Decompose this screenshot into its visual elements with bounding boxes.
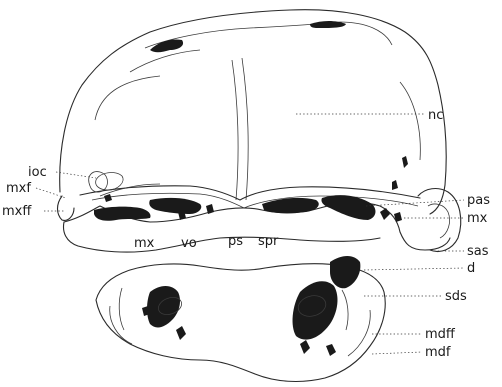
left-dentary bbox=[147, 286, 180, 327]
label-mxff: mxff bbox=[2, 204, 32, 219]
upper-head-outline bbox=[60, 10, 446, 214]
right-ear-outer bbox=[418, 189, 461, 252]
right-spot-6 bbox=[326, 344, 336, 356]
label-mxf: mxf bbox=[6, 181, 31, 196]
right-spot-3 bbox=[402, 156, 408, 168]
leader-d bbox=[364, 268, 464, 270]
label-vo: vo bbox=[181, 236, 197, 251]
label-pas: pas bbox=[467, 193, 490, 208]
label-sds: sds bbox=[445, 289, 467, 304]
left-meckel-line bbox=[119, 288, 124, 330]
roof-bone-dark bbox=[150, 39, 183, 52]
roof-inner-line bbox=[130, 50, 200, 72]
right-pterygoid-bone bbox=[321, 195, 375, 220]
right-dentary bbox=[293, 281, 338, 339]
left-vomer-bone bbox=[149, 198, 201, 214]
label-mx-left: mx bbox=[134, 236, 155, 251]
left-maxilla-bone bbox=[94, 207, 151, 221]
label-d: d bbox=[467, 261, 475, 276]
lower-jaw-right-curve bbox=[348, 310, 370, 356]
label-mdff: mdff bbox=[425, 327, 456, 342]
label-mdf: mdf bbox=[425, 345, 451, 360]
lower-jaw-rim bbox=[64, 222, 380, 252]
right-splenial bbox=[330, 256, 360, 288]
label-ioc: ioc bbox=[28, 165, 47, 180]
cavity-left-inner bbox=[95, 76, 160, 120]
nasal-septum bbox=[232, 60, 238, 200]
left-lobe bbox=[58, 196, 75, 220]
label-sas: sas bbox=[467, 244, 489, 259]
left-spot-1 bbox=[104, 194, 112, 202]
left-palatine-loop bbox=[89, 172, 108, 192]
right-spot-4 bbox=[392, 180, 398, 190]
nasal-septum-2 bbox=[242, 58, 248, 200]
leader-mdf bbox=[372, 352, 422, 354]
label-ps: ps bbox=[228, 234, 243, 249]
ioc-oval bbox=[96, 173, 123, 190]
right-dot-2 bbox=[275, 205, 278, 208]
cavity-right-inner bbox=[400, 82, 420, 160]
right-dot-1 bbox=[266, 208, 269, 211]
right-spot-1 bbox=[380, 208, 390, 220]
right-spot-5 bbox=[300, 340, 310, 354]
label-nc: nc bbox=[428, 108, 443, 123]
right-ear-inner bbox=[428, 204, 450, 238]
label-spr: spr bbox=[258, 234, 279, 249]
left-spot-4 bbox=[176, 326, 186, 340]
right-meckel-line bbox=[342, 290, 348, 330]
label-mx-right: mx bbox=[467, 211, 488, 226]
